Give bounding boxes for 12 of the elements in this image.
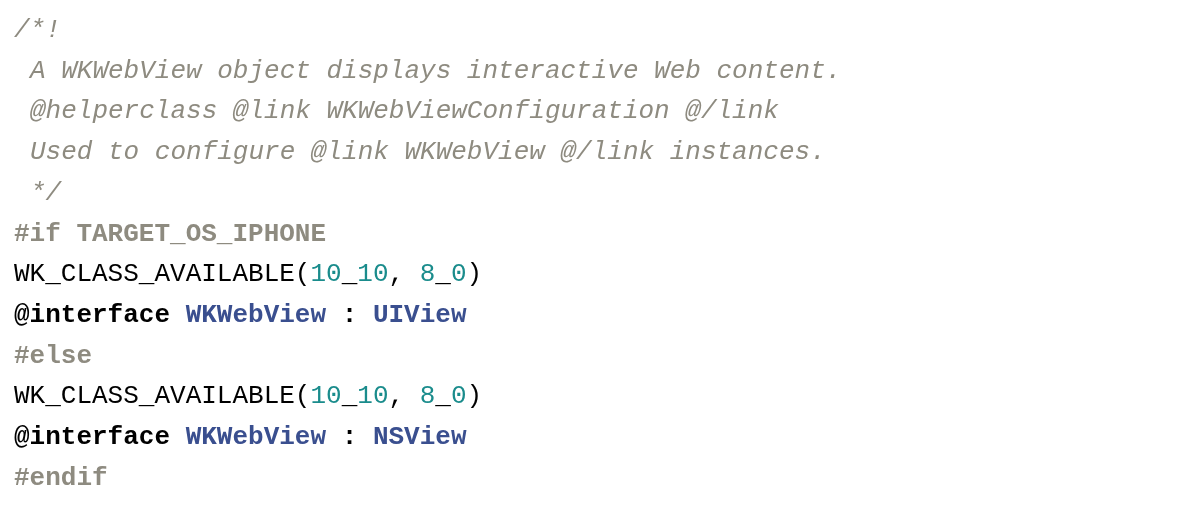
code-comment: A WKWebView object displays interactive Web content. bbox=[30, 54, 842, 88]
code-comment: */ bbox=[30, 176, 62, 210]
code-comment: /*! bbox=[14, 14, 61, 47]
code-comment: Used to configure @link WKWebView @/link instances. bbox=[30, 136, 826, 170]
code-comment: @helperclass @link WKWebViewConfiguration @/link bbox=[30, 95, 779, 129]
code-line: @interface WKWebView : UIView bbox=[14, 298, 467, 332]
preprocessor-directive: #endif bbox=[14, 461, 108, 495]
code-line: @interface WKWebView : NSView bbox=[14, 421, 467, 454]
code-line: WK_CLASS_AVAILABLE(10_10, 8_0) bbox=[14, 380, 483, 414]
code-line: WK_CLASS_AVAILABLE(10_10, 8_0) bbox=[14, 258, 483, 292]
preprocessor-directive: #if TARGET_OS_IPHONE bbox=[14, 217, 327, 251]
preprocessor-directive: #else bbox=[14, 339, 92, 373]
